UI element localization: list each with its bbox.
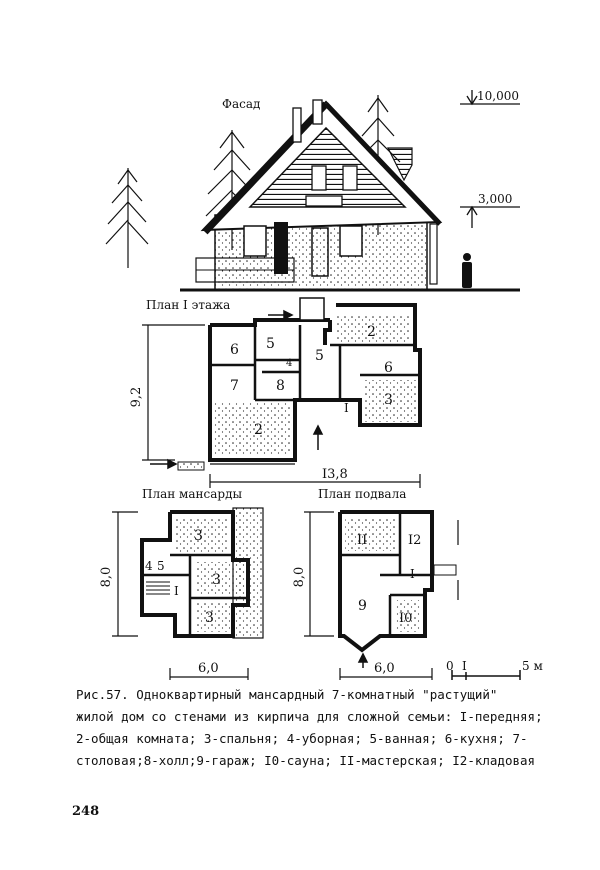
attic-dim-height: 8,0 <box>99 567 114 588</box>
basement-plan: План подвала II I2 I 9 I0 <box>292 487 459 680</box>
plan1-room-label: 8 <box>276 378 285 394</box>
level-top-label: 10,000 <box>477 89 519 103</box>
caption-line: жилой дом со стенами из кирпича для слож… <box>76 709 543 724</box>
dormer <box>387 147 413 182</box>
chimney-left <box>292 107 302 143</box>
attic-room-label: 3 <box>212 572 221 588</box>
balcony-rail <box>305 195 343 207</box>
attic-window-left <box>311 165 327 191</box>
scale-zero: 0 <box>446 659 454 673</box>
figure-caption: Рис.57. Одноквартирный мансардный 7-комн… <box>76 684 576 772</box>
basement-entrance-arrow <box>357 652 369 668</box>
basement-room-label: I0 <box>399 611 412 626</box>
basement-room-label: I <box>410 567 415 581</box>
attic-room-3a-fill <box>176 518 228 552</box>
roof-right-edge <box>324 102 442 226</box>
downpipe <box>429 223 438 285</box>
plan1-room-label: 6 <box>384 360 393 376</box>
basement-room-label: II <box>357 533 367 548</box>
basement-steps <box>433 564 457 576</box>
level-mark-mid <box>460 205 520 228</box>
window-right <box>339 225 363 257</box>
attic-room-label: I <box>174 584 179 598</box>
attic-room-3c-fill <box>196 602 230 632</box>
level-mid-label: 3,000 <box>478 192 512 206</box>
scale-one: I <box>462 659 467 673</box>
attic-room-label: 3 <box>205 610 214 626</box>
attic-plan: План мансарды 3 4 5 3 I 3 <box>99 487 264 680</box>
plan1-room-label: 5 <box>266 336 275 352</box>
page-number: 248 <box>72 804 100 819</box>
caption-line: Рис.57. Одноквартирный мансардный 7-комн… <box>76 687 498 702</box>
plan1-room-label: 2 <box>254 422 263 438</box>
entrance-door <box>311 227 329 277</box>
gable-boards <box>248 126 407 208</box>
caption-line: столовая;8-холл;9-гараж; I0-сауна; II-ма… <box>76 753 536 768</box>
plan1-dim-height: 9,2 <box>129 387 144 408</box>
scale-five: 5 м <box>522 659 543 673</box>
roof-left-edge <box>202 101 329 235</box>
attic-dim-width: 6,0 <box>198 661 219 676</box>
basement-dim-height: 8,0 <box>292 567 307 588</box>
level-mark-top <box>460 90 520 106</box>
attic-stairs <box>146 581 170 595</box>
chimney-right <box>312 99 323 125</box>
tree-left <box>105 168 149 268</box>
basement-room-11-fill <box>345 518 395 551</box>
attic-room-label: 5 <box>157 559 165 573</box>
attic-title: План мансарды <box>142 487 242 501</box>
architectural-drawing: Фасад <box>99 89 543 680</box>
basement-dim-width: 6,0 <box>374 661 395 676</box>
basement-room-label: 9 <box>358 598 367 614</box>
scale-bar: 0 I 5 м <box>446 659 543 680</box>
basement-room-10-fill <box>395 600 421 632</box>
basement-room-label: I2 <box>408 533 421 548</box>
ground-floor-plan: План I этажа 6 5 <box>129 297 422 488</box>
plan1-room-2-fill <box>336 314 411 343</box>
facade-elevation: Фасад <box>105 89 520 292</box>
window-left <box>243 225 267 257</box>
plan1-room-label: 5 <box>315 348 324 364</box>
plan1-room-label: 4 <box>286 358 292 369</box>
porch-block <box>299 297 325 321</box>
attic-window-right <box>342 165 358 191</box>
plan1-title: План I этажа <box>146 298 230 312</box>
plan1-room-label: 3 <box>384 392 393 408</box>
dark-pier <box>274 222 288 274</box>
plan1-room-label: 7 <box>230 378 239 394</box>
facade-label: Фасад <box>222 97 260 111</box>
attic-room-label: 4 <box>145 559 153 573</box>
attic-room-3b-fill <box>196 562 244 594</box>
caption-line: 2-общая комната; 3-спальня; 4-уборная; 5… <box>76 731 528 746</box>
person-scale-figure <box>462 253 472 288</box>
attic-room-label: 3 <box>194 528 203 544</box>
plan1-dim-width: I3,8 <box>322 467 348 482</box>
plan1-steps <box>177 461 205 471</box>
plan1-room-label: 6 <box>230 342 239 358</box>
plan1-room-3-fill <box>365 380 417 422</box>
plan1-room-label: 2 <box>367 324 376 340</box>
plan1-room-2b-fill <box>214 402 292 456</box>
plan1-room-label: I <box>344 401 349 415</box>
basement-title: План подвала <box>318 487 406 501</box>
entrance-arrows <box>150 309 324 470</box>
